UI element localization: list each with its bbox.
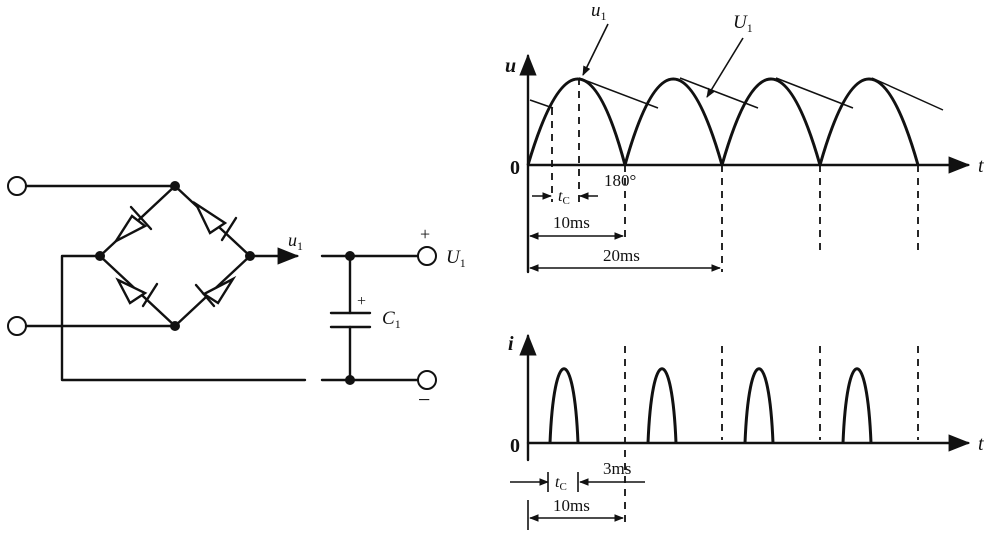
node-left [95, 251, 105, 261]
origin-voltage: 0 [510, 157, 520, 179]
output-terminal-top [417, 246, 437, 266]
node-cap-top [345, 251, 355, 261]
u-axis-label: u [505, 55, 516, 77]
current-pulse-4 [841, 367, 873, 444]
diode-bottom-left [115, 277, 159, 308]
diode-top-left [112, 205, 153, 245]
input-terminal-bottom [7, 316, 27, 336]
input-terminal-top [7, 176, 27, 196]
diode-bottom-right [194, 275, 237, 308]
cap-plus-sign: + [357, 293, 366, 310]
u1-label: u1 [288, 230, 303, 253]
tc-label-current: tC [555, 474, 567, 493]
output-minus-sign: − [418, 387, 430, 412]
current-pulse-2 [646, 367, 678, 444]
u1-wave-pointer [582, 23, 609, 76]
voltage-waveform-plot: u t 0 u1 U1 180° tC 10ms 20ms [505, 0, 984, 274]
u1-wave-label: u1 [591, 0, 607, 23]
capacitor-envelope [529, 77, 944, 111]
node-top [170, 181, 180, 191]
bridge-diamond [98, 184, 252, 328]
node-cap-bottom [345, 375, 355, 385]
dim-10ms-label-current: 10ms [553, 496, 590, 515]
cap-label: C1 [382, 308, 401, 331]
wire-return [60, 254, 307, 382]
U1-envelope-label: U1 [733, 12, 753, 35]
output-terminal-bottom [417, 370, 437, 390]
output-plus-sign: + [420, 224, 430, 244]
node-bottom [170, 321, 180, 331]
origin-current: 0 [510, 435, 520, 457]
current-pulse-3 [743, 367, 775, 444]
dim-20ms-label: 20ms [603, 246, 640, 265]
U1-envelope-pointer [706, 37, 744, 98]
rectified-wave [526, 77, 920, 167]
U1-output-label: U1 [446, 247, 466, 270]
diode-top-right [193, 200, 238, 242]
degree-180-label: 180° [604, 171, 636, 190]
t-axis-label-current: t [978, 433, 984, 455]
bridge-rectifier-circuit: u1 + C1 + − U1 [7, 176, 466, 412]
dim-10ms-label-voltage: 10ms [553, 213, 590, 232]
t-axis-label-voltage: t [978, 155, 984, 177]
i-axis-label: i [508, 333, 514, 355]
tc-label-voltage: tC [558, 188, 570, 207]
current-pulse-1 [548, 367, 580, 444]
dim-3ms-label: 3ms [603, 459, 631, 478]
current-waveform-plot: i t 0 tC 3ms 10ms [508, 333, 984, 530]
